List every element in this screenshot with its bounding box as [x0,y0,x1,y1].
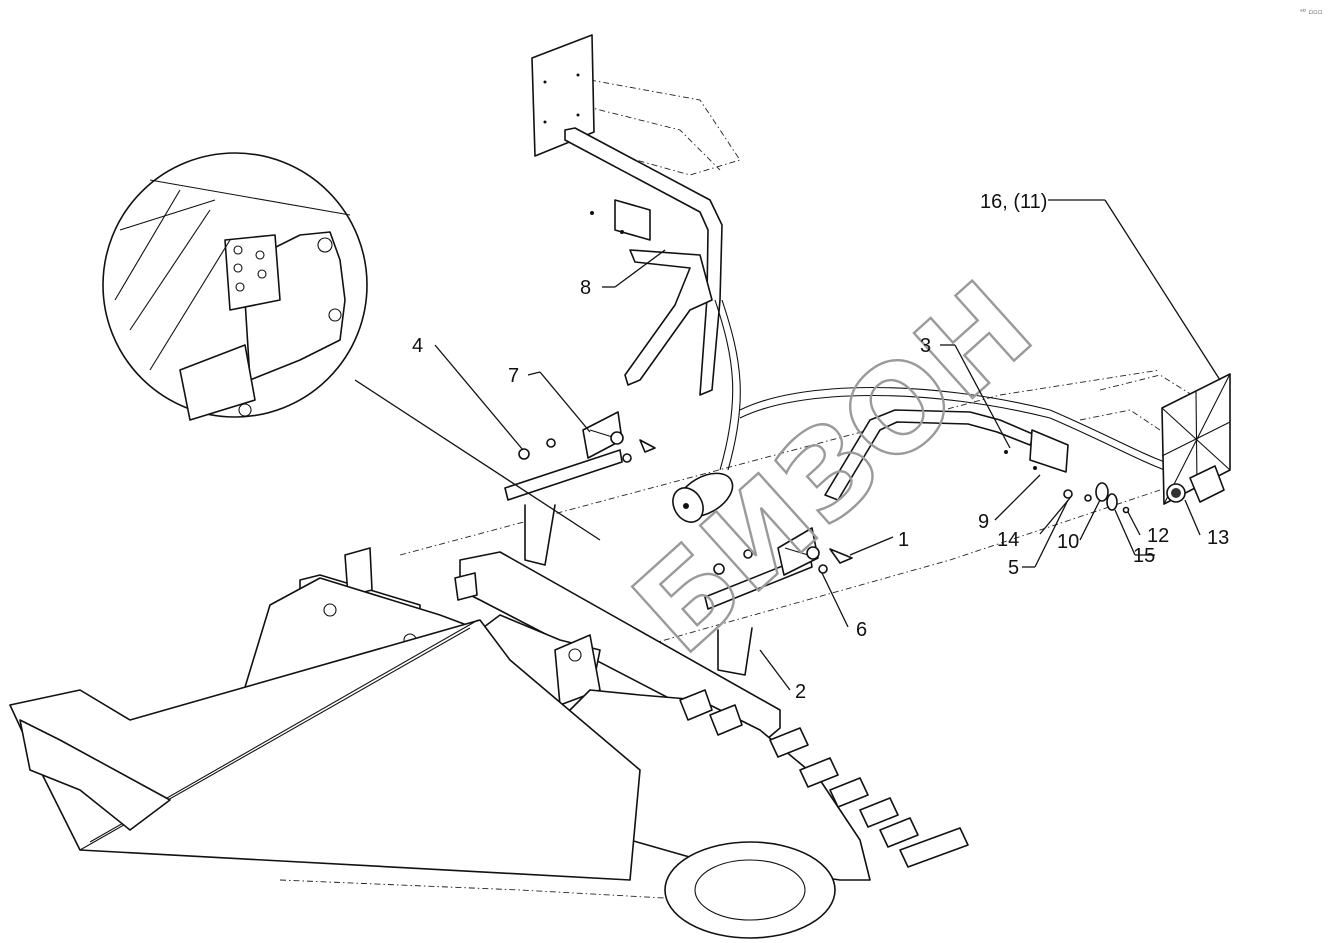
callout-12: 12 [1147,525,1169,547]
callout-8: 8 [580,277,591,299]
knife-guards [679,689,969,868]
callout-5: 5 [1008,557,1019,579]
callout-1: 1 [898,529,909,551]
callout-3: 3 [920,335,931,357]
right-mirror-plate [1161,373,1231,505]
upper-support-arm [564,127,723,396]
right-bracket [704,527,853,676]
detail-view-circle [102,152,601,541]
callout-14: 14 [997,529,1019,551]
left-bracket [504,411,656,566]
callouts: 1 2 3 4 5 6 7 8 9 10 12 13 14 15 16, (11… [412,191,1229,703]
callout-13: 13 [1207,527,1229,549]
leader-lines [434,199,1221,691]
callout-2: 2 [795,681,806,703]
cable-harness [714,299,1191,479]
plug-connector [672,472,734,523]
callout-16-11: 16, (11) [980,191,1047,213]
callout-10: 10 [1057,531,1079,553]
corner-mark: ᵃᴰ ▫▫▫ [1300,8,1323,16]
upper-mirror-plate [531,34,595,157]
callout-6: 6 [856,619,867,641]
callout-7: 7 [508,365,519,387]
callout-4: 4 [412,335,423,357]
right-hardware [1063,482,1130,514]
callout-9: 9 [978,511,989,533]
callout-15: 15 [1133,545,1155,567]
right-support-arm [824,409,1069,501]
